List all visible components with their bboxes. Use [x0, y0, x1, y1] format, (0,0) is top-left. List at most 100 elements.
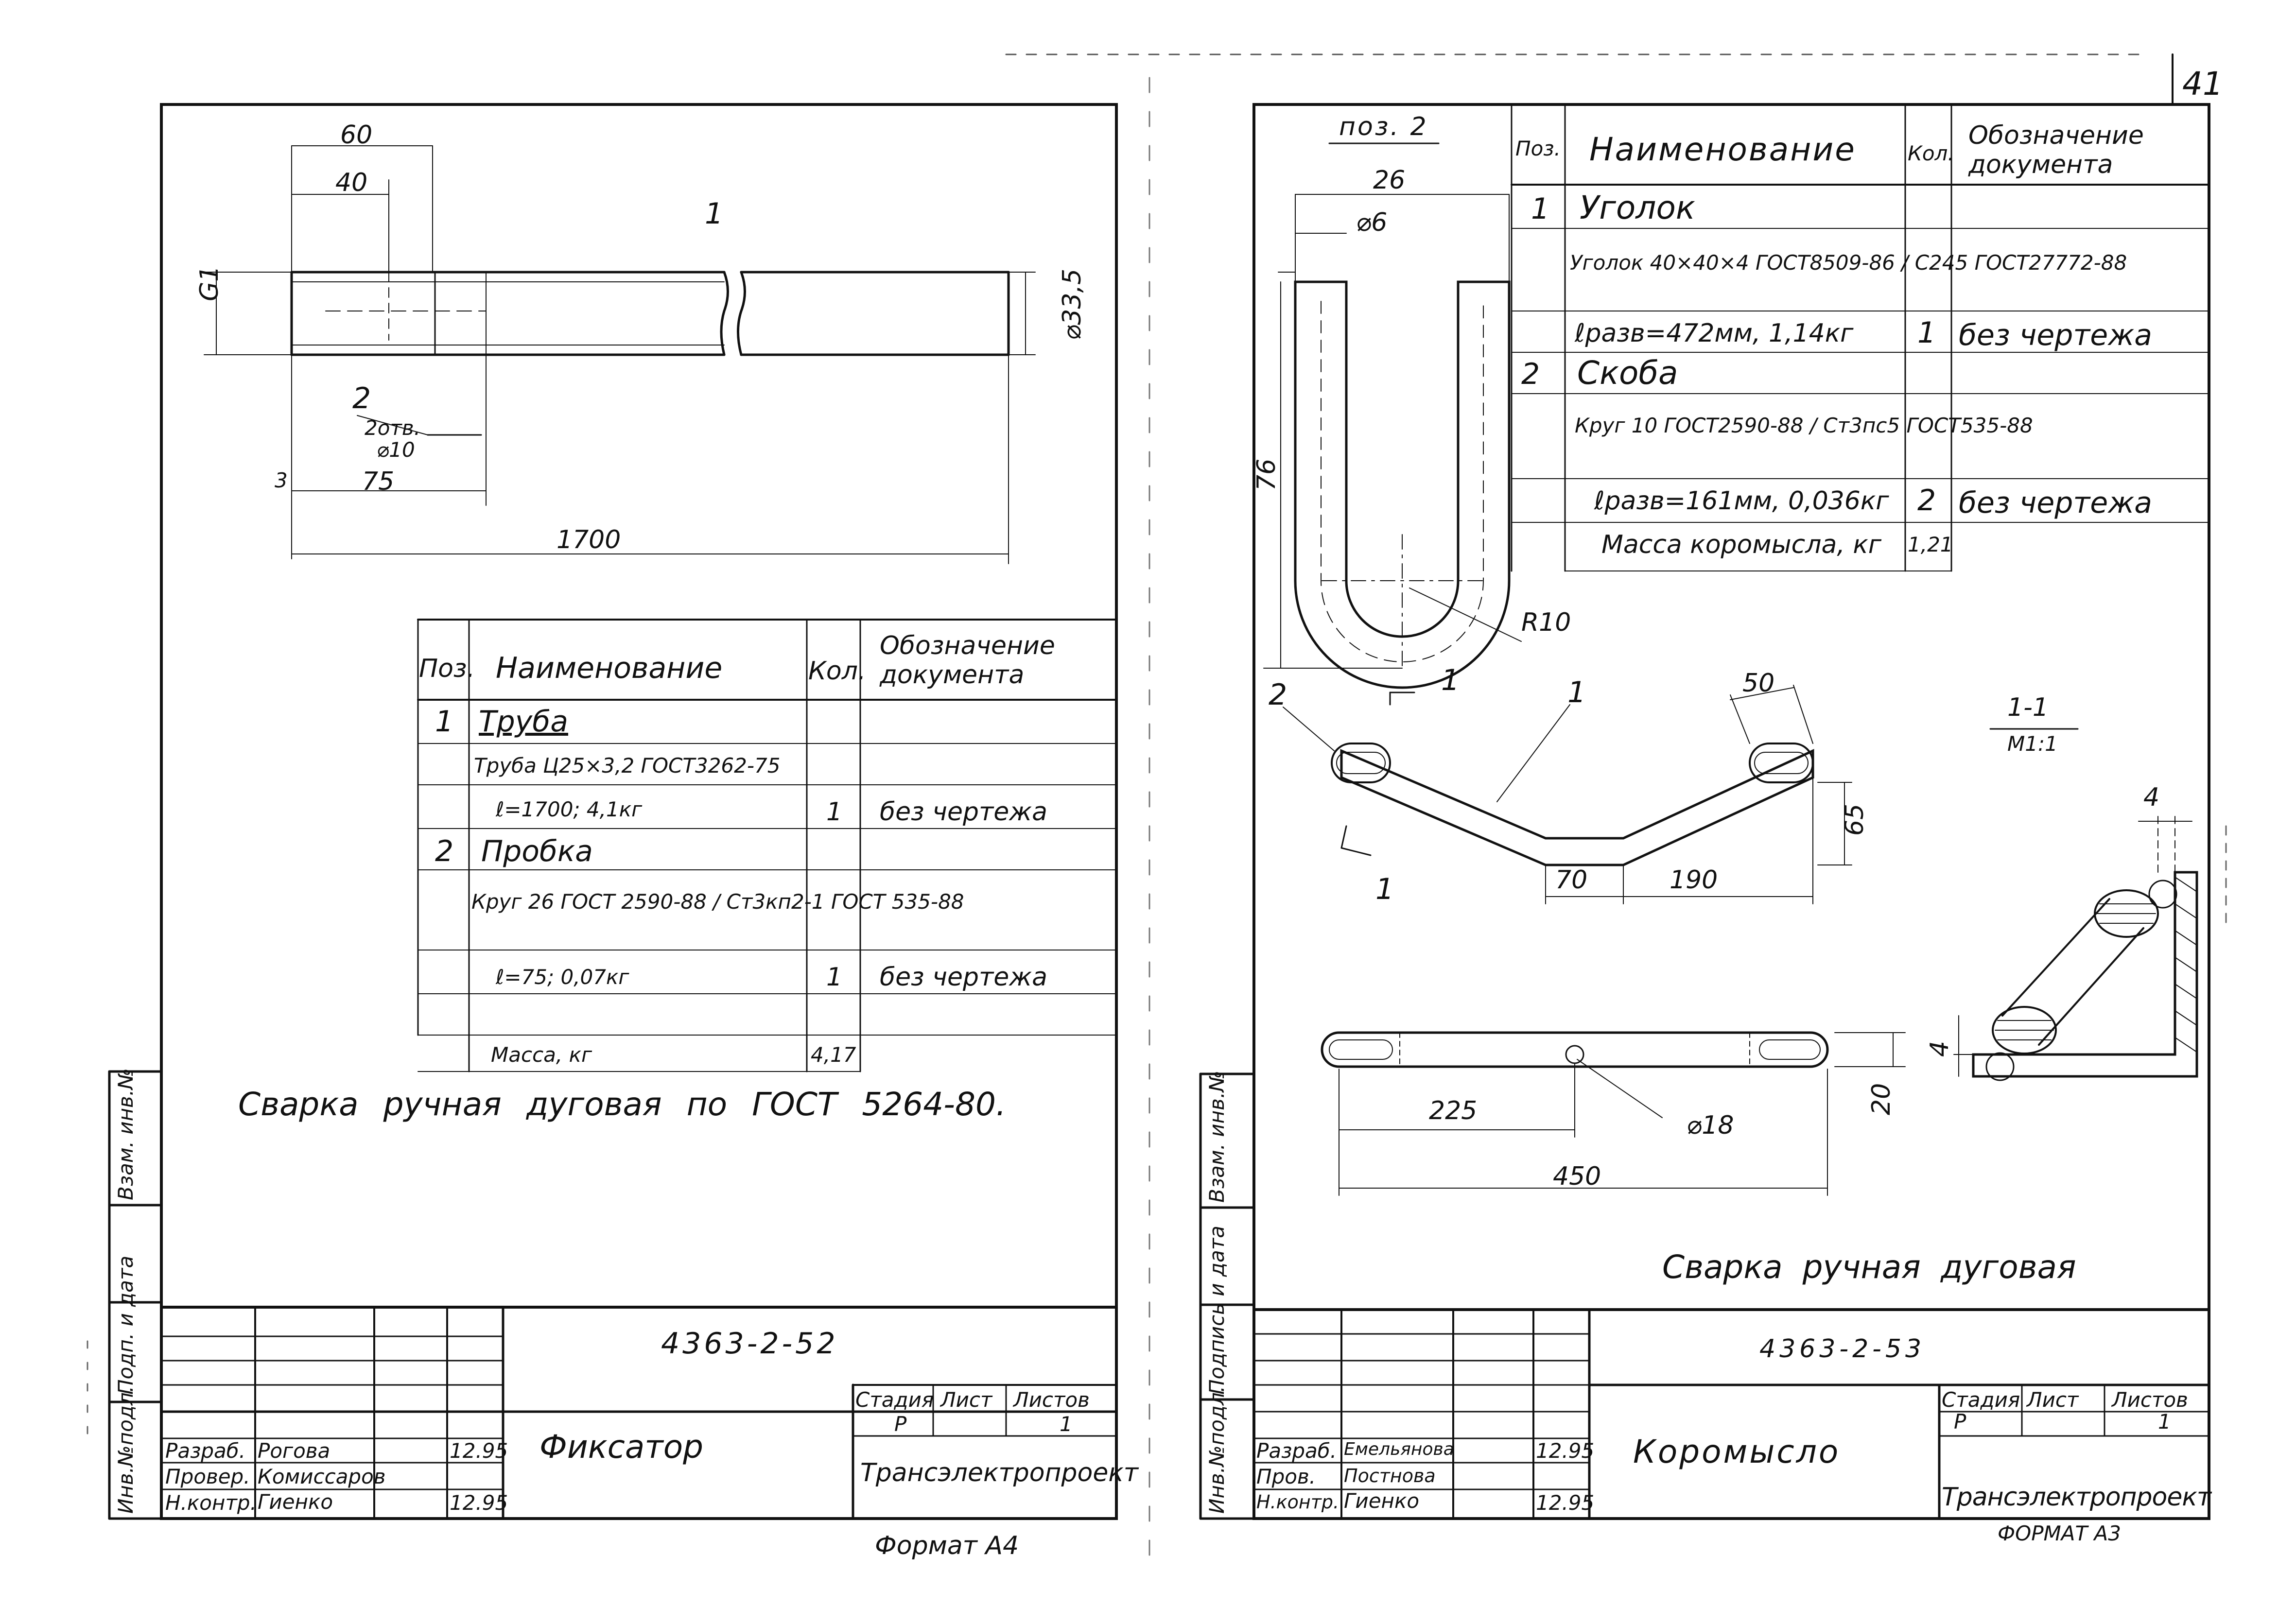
dim-r10: R10 — [1521, 608, 1571, 637]
dim-65: 65 — [1840, 803, 1869, 836]
right-spec-row1-name: Уголок — [1580, 189, 1695, 226]
right-sheets-label: Листов — [2112, 1388, 2188, 1412]
right-spec-row4-pos: 2 — [1521, 357, 1540, 391]
right-role-2: Пров. — [1256, 1465, 1316, 1488]
left-stamp-vzam: Взам. инв.№ — [114, 1068, 138, 1200]
page-number: 41 — [2182, 65, 2223, 103]
section-mark-1: 1 — [1375, 872, 1394, 906]
left-role-1: Разраб. — [165, 1439, 246, 1463]
left-spec-row6-doc: без чертежа — [880, 963, 1047, 992]
dim-70: 70 — [1555, 865, 1588, 895]
hole-dia: ⌀10 — [377, 438, 415, 462]
right-spec-row6-doc: без чертежа — [1959, 486, 2153, 520]
right-org: Трансэлектропроект — [1942, 1483, 2211, 1512]
left-spec-row4-pos: 2 — [435, 834, 454, 868]
right-stamp-sign: Подпись и дата — [1205, 1226, 1229, 1395]
right-role-1: Разраб. — [1256, 1439, 1337, 1463]
dim-d18: ⌀18 — [1687, 1111, 1734, 1140]
right-doc-number: 4363-2-53 — [1759, 1334, 1926, 1364]
left-spec-row6-name: ℓ=75; 0,07кг — [496, 965, 629, 989]
right-name-2: Постнова — [1344, 1465, 1436, 1486]
dim-26: 26 — [1373, 166, 1406, 195]
callout-2: 2 — [1269, 678, 1287, 712]
right-spec-row4-name: Скоба — [1577, 354, 1678, 392]
left-stamp-inv: Инв.№подл. — [114, 1385, 138, 1514]
left-spec-row3-name: ℓ=1700; 4,1кг — [496, 797, 643, 821]
right-title: Коромысло — [1633, 1433, 1841, 1470]
dim-1700: 1700 — [557, 525, 621, 554]
right-format: ФОРМАТ А3 — [1998, 1521, 2121, 1545]
right-weld-note: Сварка ручная дуговая — [1662, 1248, 2076, 1286]
left-spec-row5-name: Круг 26 ГОСТ 2590-88 / Ст3кп2-1 ГОСТ 535… — [471, 890, 964, 914]
left-spec-row2-name: Труба Ц25×3,2 ГОСТ3262-75 — [474, 754, 781, 778]
left-role-3: Н.контр. — [165, 1491, 257, 1515]
right-date-1: 12.95 — [1536, 1439, 1595, 1463]
left-sheets-value: 1 — [1060, 1412, 1073, 1436]
left-name-2: Комиссаров — [258, 1465, 386, 1488]
right-spec-header-doc: Обозначение документа — [1968, 121, 2144, 179]
left-spec-row1-pos: 1 — [435, 705, 454, 739]
right-spec-row5-name: Круг 10 ГОСТ2590-88 / Ст3пс5 ГОСТ535-88 — [1575, 414, 2033, 437]
dim-60: 60 — [340, 121, 373, 150]
pos2-label: поз. 2 — [1339, 112, 1428, 141]
dim-190: 190 — [1670, 865, 1718, 895]
right-stage-value: Р — [1954, 1410, 1966, 1434]
left-spec-header-qty: Кол. — [808, 657, 866, 686]
dim-450: 450 — [1553, 1162, 1601, 1191]
dim-4-side: 4 — [1925, 1040, 1954, 1057]
left-spec-header-pos: Поз. — [419, 654, 475, 683]
left-name-3: Гиенко — [258, 1490, 333, 1514]
left-stage-label: Стадия — [855, 1388, 934, 1412]
dim-20: 20 — [1867, 1083, 1896, 1115]
left-weld-note: Сварка ручная дуговая по ГОСТ 5264-80. — [238, 1086, 1006, 1123]
left-stamp-sign: Подп. и дата — [114, 1255, 138, 1395]
pos2-callout: 2 — [352, 381, 371, 415]
dim-76: 76 — [1252, 458, 1281, 491]
callout-1-bracket: 1 — [1441, 663, 1460, 697]
right-spec-mass-label: Масса коромысла, кг — [1601, 530, 1882, 559]
left-stage-value: Р — [894, 1412, 907, 1436]
dim-d6: ⌀6 — [1356, 208, 1388, 237]
right-stamp-inv: Инв.№подл. — [1205, 1385, 1229, 1514]
left-spec-row6-qty: 1 — [826, 963, 843, 992]
right-spec-row3-doc: без чертежа — [1959, 318, 2153, 352]
dim-g1: G1 — [195, 265, 224, 301]
right-role-3: Н.контр. — [1256, 1491, 1339, 1513]
dim-3: 3 — [275, 468, 288, 492]
left-spec-row3-doc: без чертежа — [880, 797, 1047, 827]
left-spec-row1-name: Труба — [479, 705, 569, 739]
section-scale: М1:1 — [2007, 732, 2058, 756]
left-name-1: Рогова — [258, 1439, 330, 1463]
left-sheets-label: Листов — [1013, 1388, 1090, 1412]
dim-75: 75 — [362, 467, 395, 496]
dim-225: 225 — [1429, 1096, 1478, 1125]
callout-1: 1 — [1567, 675, 1586, 709]
left-spec-mass-label: Масса, кг — [491, 1043, 592, 1067]
right-spec-row2-name: Уголок 40×40×4 ГОСТ8509-86 / С245 ГОСТ27… — [1570, 251, 2127, 275]
left-spec-header-name: Наименование — [496, 651, 723, 685]
right-spec-header-qty: Кол. — [1908, 141, 1954, 165]
left-spec-row4-name: Пробка — [481, 834, 593, 868]
dim-4-top: 4 — [2143, 783, 2160, 812]
right-spec-row3-name: ℓразв=472мм, 1,14кг — [1575, 319, 1854, 348]
dim-40: 40 — [335, 168, 368, 197]
pos1-callout: 1 — [705, 197, 724, 231]
left-sheet-label: Лист — [940, 1388, 992, 1412]
right-spec-mass-value: 1,21 — [1908, 533, 1953, 556]
dim-50: 50 — [1742, 669, 1775, 698]
right-spec-header-pos: Поз. — [1515, 137, 1561, 160]
left-role-2: Провер. — [165, 1465, 250, 1488]
left-date-1: 12.95 — [450, 1439, 508, 1463]
right-sheet-label: Лист — [2027, 1388, 2079, 1412]
left-title: Фиксатор — [539, 1428, 704, 1466]
dim-d33-5: ⌀33,5 — [1058, 268, 1087, 340]
left-date-3: 12.95 — [450, 1491, 508, 1515]
right-name-1: Емельянова — [1344, 1439, 1454, 1459]
right-spec-row6-name: ℓразв=161мм, 0,036кг — [1594, 486, 1889, 516]
hole-note: 2отв. — [365, 416, 420, 440]
left-org: Трансэлектропроект — [860, 1458, 1139, 1487]
right-sheets-value: 1 — [2158, 1410, 2171, 1434]
right-name-3: Гиенко — [1344, 1489, 1420, 1513]
right-spec-row3-qty: 1 — [1917, 316, 1936, 350]
